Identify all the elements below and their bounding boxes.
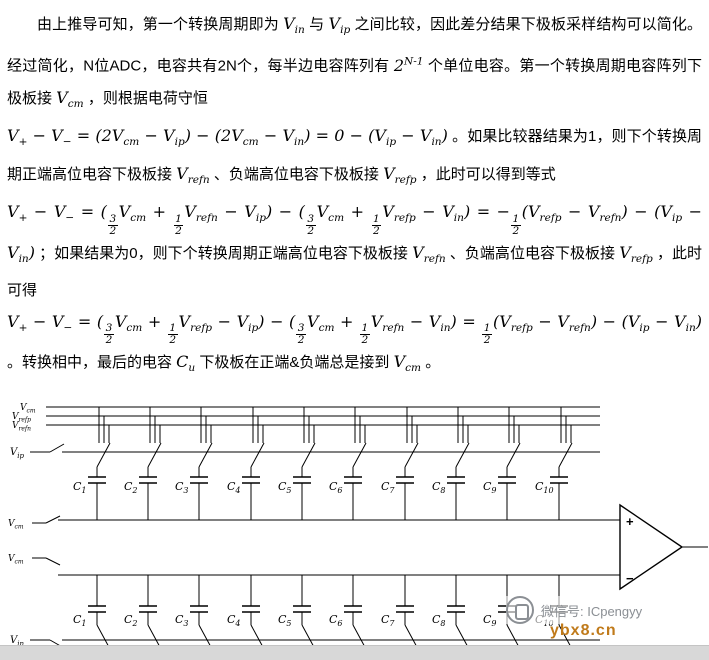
rail-label-top-refn: Vrefn [12,421,31,433]
watermark: 微信号: ICpengyy ybx8.cn [506,596,643,639]
rail-label-top-cm: Vcm [20,403,36,415]
bottom-plate-switch-bottom [250,624,265,649]
cap-label-top-3: C3 [175,480,189,495]
cap-label-bottom-9: C9 [483,613,497,628]
comparator [619,503,684,590]
bottom-plate-switch-top [506,442,521,467]
bottom-plate-switch-top [301,442,316,467]
bottom-plate-switch-top [352,442,367,467]
cap-label-top-4: C4 [227,480,241,495]
bottom-plate-switch-top [558,442,573,467]
bottom-plate-switch-top [198,442,213,467]
horizontal-scrollbar[interactable] [0,645,709,660]
bottom-plate-switch-bottom [147,624,162,649]
cap-label-bottom-5: C5 [278,613,292,628]
wechat-badge-icon [506,596,534,624]
bottom-plate-switch-top [96,442,111,467]
vcm-label-mid-bottom: Vcm [8,554,24,566]
bottom-plate-switch-bottom [558,624,573,649]
cap-label-bottom-8: C8 [432,613,446,628]
cap-label-top-5: C5 [278,480,292,495]
rail-label-top-refp: Vrefp [12,412,31,424]
watermark-brand: ybx8.cn [550,622,617,639]
paragraph-intro: 由上推导可知，第一个转换周期即为 Vin 与 Vip 之间比较，因此差分结果下极… [7,14,703,110]
bottom-plate-switch-bottom [96,624,111,649]
cap-label-bottom-1: C1 [73,613,87,628]
paragraph-equation-1: V+ − V− = (2Vcm − Vip) − (2Vcm − Vin) = … [7,125,703,187]
cap-label-top-7: C7 [381,480,395,495]
bottom-plate-switch-bottom [301,624,316,649]
cap-label-top-6: C6 [329,480,343,495]
article-body: 由上推导可知，第一个转换周期即为 Vin 与 Vip 之间比较，因此差分结果下极… [7,14,703,375]
vcm-label-mid-top: Vcm [8,519,24,531]
cap-label-bottom-4: C4 [227,613,241,628]
bottom-plate-switch-bottom [506,624,521,649]
comparator-minus-input: − [626,571,634,586]
cap-label-top-2: C2 [124,480,138,495]
cap-label-bottom-3: C3 [175,613,189,628]
bottom-plate-switch-top [455,442,470,467]
vcm-reset-switch-top [45,515,61,524]
watermark-wechat-id: 微信号: ICpengyy [541,603,643,619]
vip-sampling-switch [49,443,65,453]
bottom-plate-switch-bottom [352,624,367,649]
vip-label: Vip [10,447,24,460]
comparator-plus-input: + [626,514,634,529]
bottom-plate-switch-top [147,442,162,467]
vin-label: Vin [10,635,24,648]
cap-label-top-10: C10 [535,480,554,495]
cap-label-top-9: C9 [483,480,497,495]
bottom-plate-switch-top [250,442,265,467]
bottom-plate-switch-bottom [455,624,470,649]
bottom-plate-switch-bottom [198,624,213,649]
bottom-plate-switch-bottom [404,624,419,649]
cap-label-bottom-6: C6 [329,613,343,628]
cap-label-bottom-2: C2 [124,613,138,628]
cap-label-top-8: C8 [432,480,446,495]
cap-label-bottom-7: C7 [381,613,395,628]
bottom-plate-switch-top [404,442,419,467]
cap-label-top-1: C1 [73,480,87,495]
vcm-reset-switch-bottom [45,557,61,566]
